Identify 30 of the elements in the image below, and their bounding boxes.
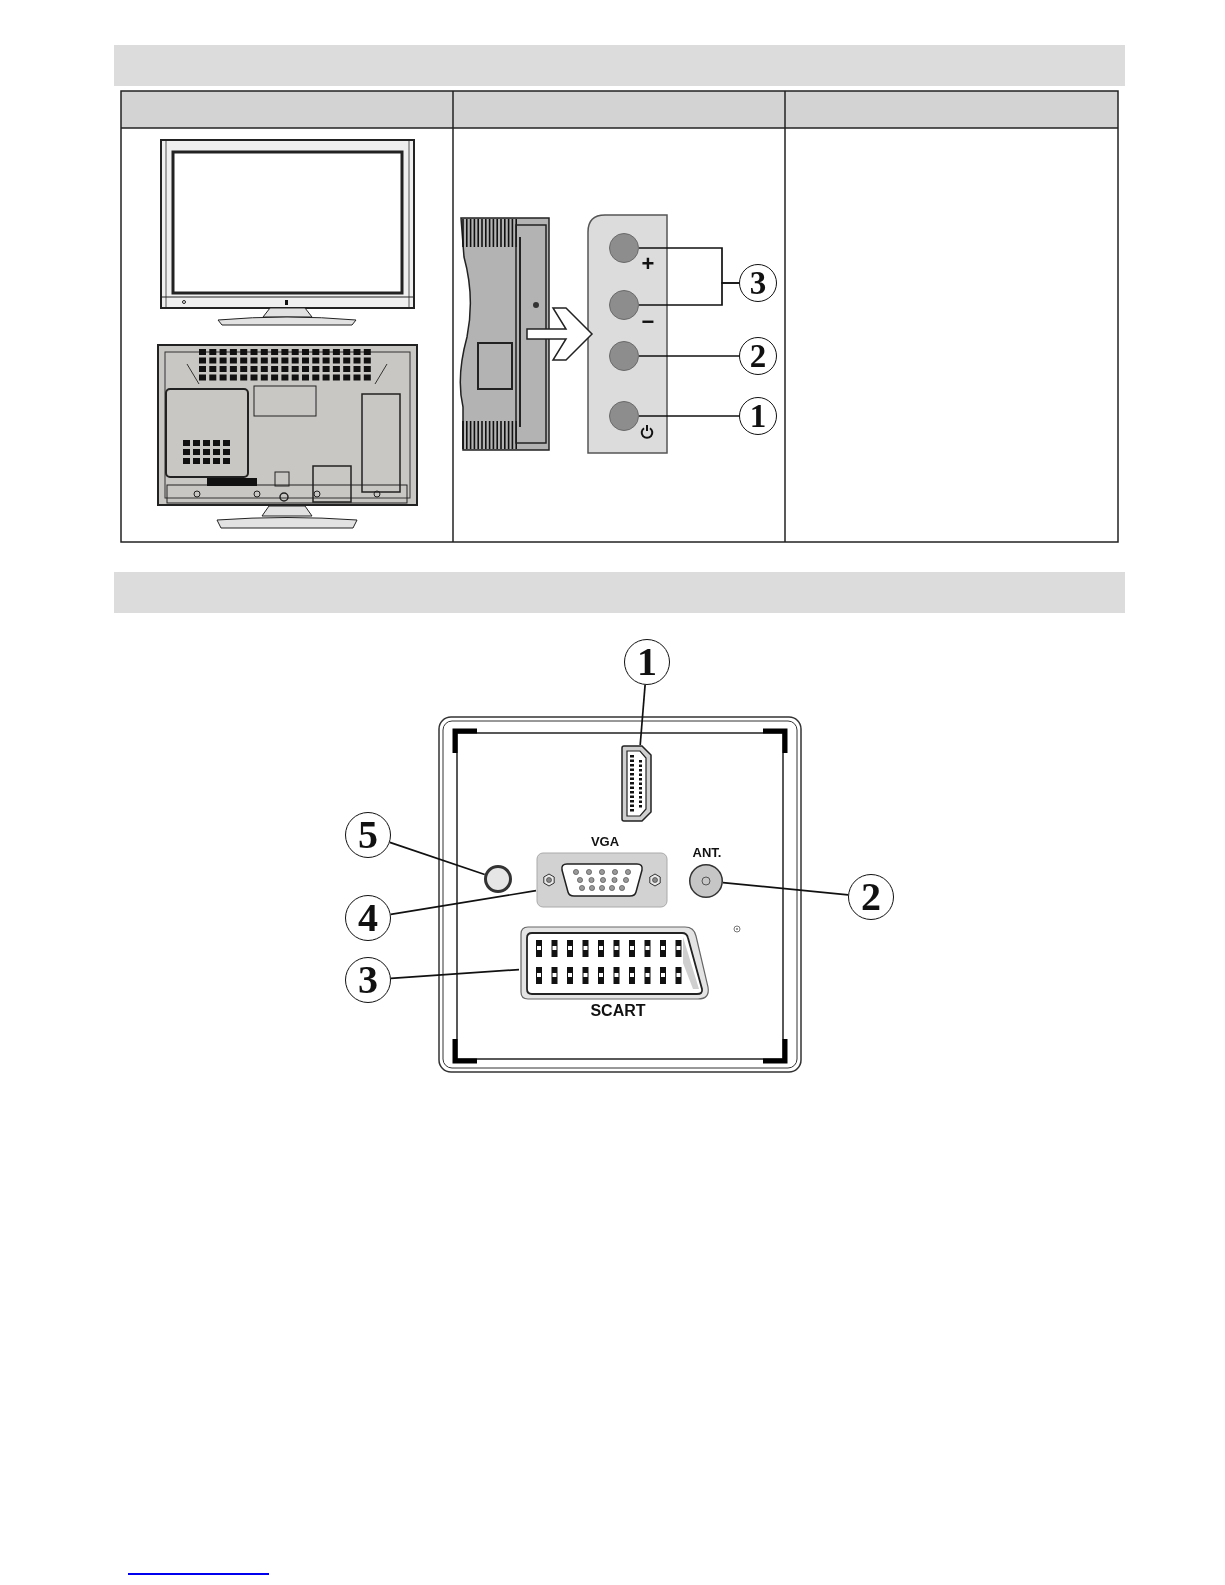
button-sign: − bbox=[641, 311, 655, 333]
port-label: VGA bbox=[590, 834, 620, 848]
callout-number: 3 bbox=[739, 264, 777, 302]
leader-line bbox=[722, 881, 849, 896]
callout-number: 5 bbox=[345, 812, 391, 858]
leader-line bbox=[638, 355, 740, 357]
control-button bbox=[609, 401, 639, 431]
round-socket bbox=[484, 865, 512, 893]
leader-line bbox=[638, 282, 740, 306]
antenna-socket bbox=[689, 864, 723, 898]
hdmi-port bbox=[621, 745, 653, 822]
callout-number: 1 bbox=[739, 397, 777, 435]
scart-port bbox=[519, 925, 711, 1001]
leader-line bbox=[389, 889, 537, 916]
button-sign: + bbox=[641, 253, 655, 275]
port-label: ANT. bbox=[692, 845, 722, 859]
leader-line bbox=[639, 684, 646, 746]
callout-number: 1 bbox=[624, 639, 670, 685]
callout-number: 2 bbox=[848, 874, 894, 920]
callout-number: 3 bbox=[345, 957, 391, 1003]
leader-line bbox=[390, 968, 520, 980]
control-button bbox=[609, 233, 639, 263]
leader-line bbox=[638, 415, 740, 417]
control-button bbox=[609, 290, 639, 320]
vga-port bbox=[536, 852, 668, 908]
callout-number: 2 bbox=[739, 337, 777, 375]
leader-line bbox=[388, 841, 486, 876]
control-button bbox=[609, 341, 639, 371]
callout-number: 4 bbox=[345, 895, 391, 941]
port-label: SCART bbox=[590, 1003, 646, 1019]
